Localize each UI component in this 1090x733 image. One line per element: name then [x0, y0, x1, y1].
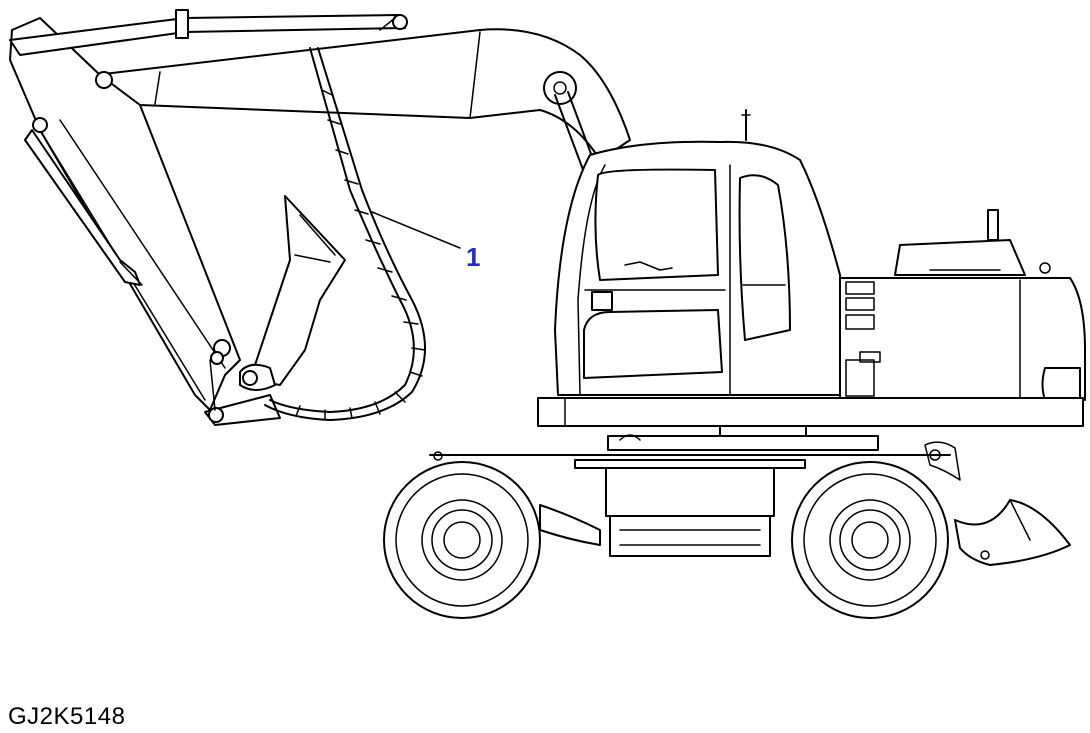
front-wheel	[383, 461, 541, 619]
bucket-cylinder	[24, 129, 143, 286]
arm-cylinder	[9, 9, 408, 56]
callout-1: 1	[371, 211, 480, 272]
chain	[264, 47, 426, 421]
rear-wheel	[791, 461, 949, 619]
figure-id: GJ2K5148	[8, 703, 126, 730]
cab	[554, 109, 851, 396]
engine-housing	[839, 209, 1086, 401]
callout-number-1: 1	[466, 242, 480, 272]
bucket	[204, 195, 346, 426]
upper-frame	[537, 397, 1084, 451]
dozer-blade	[954, 499, 1071, 566]
boom	[94, 28, 631, 161]
undercarriage	[429, 441, 961, 557]
